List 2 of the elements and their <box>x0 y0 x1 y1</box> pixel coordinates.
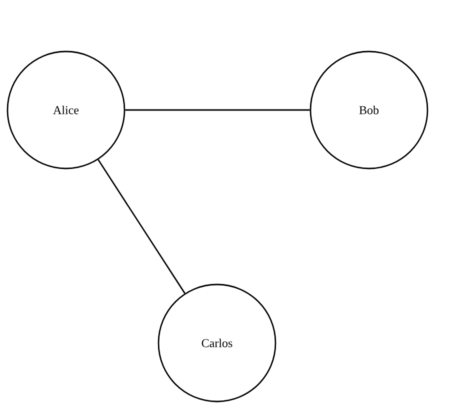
connector-line <box>125 109 310 111</box>
connector-line <box>98 159 186 294</box>
